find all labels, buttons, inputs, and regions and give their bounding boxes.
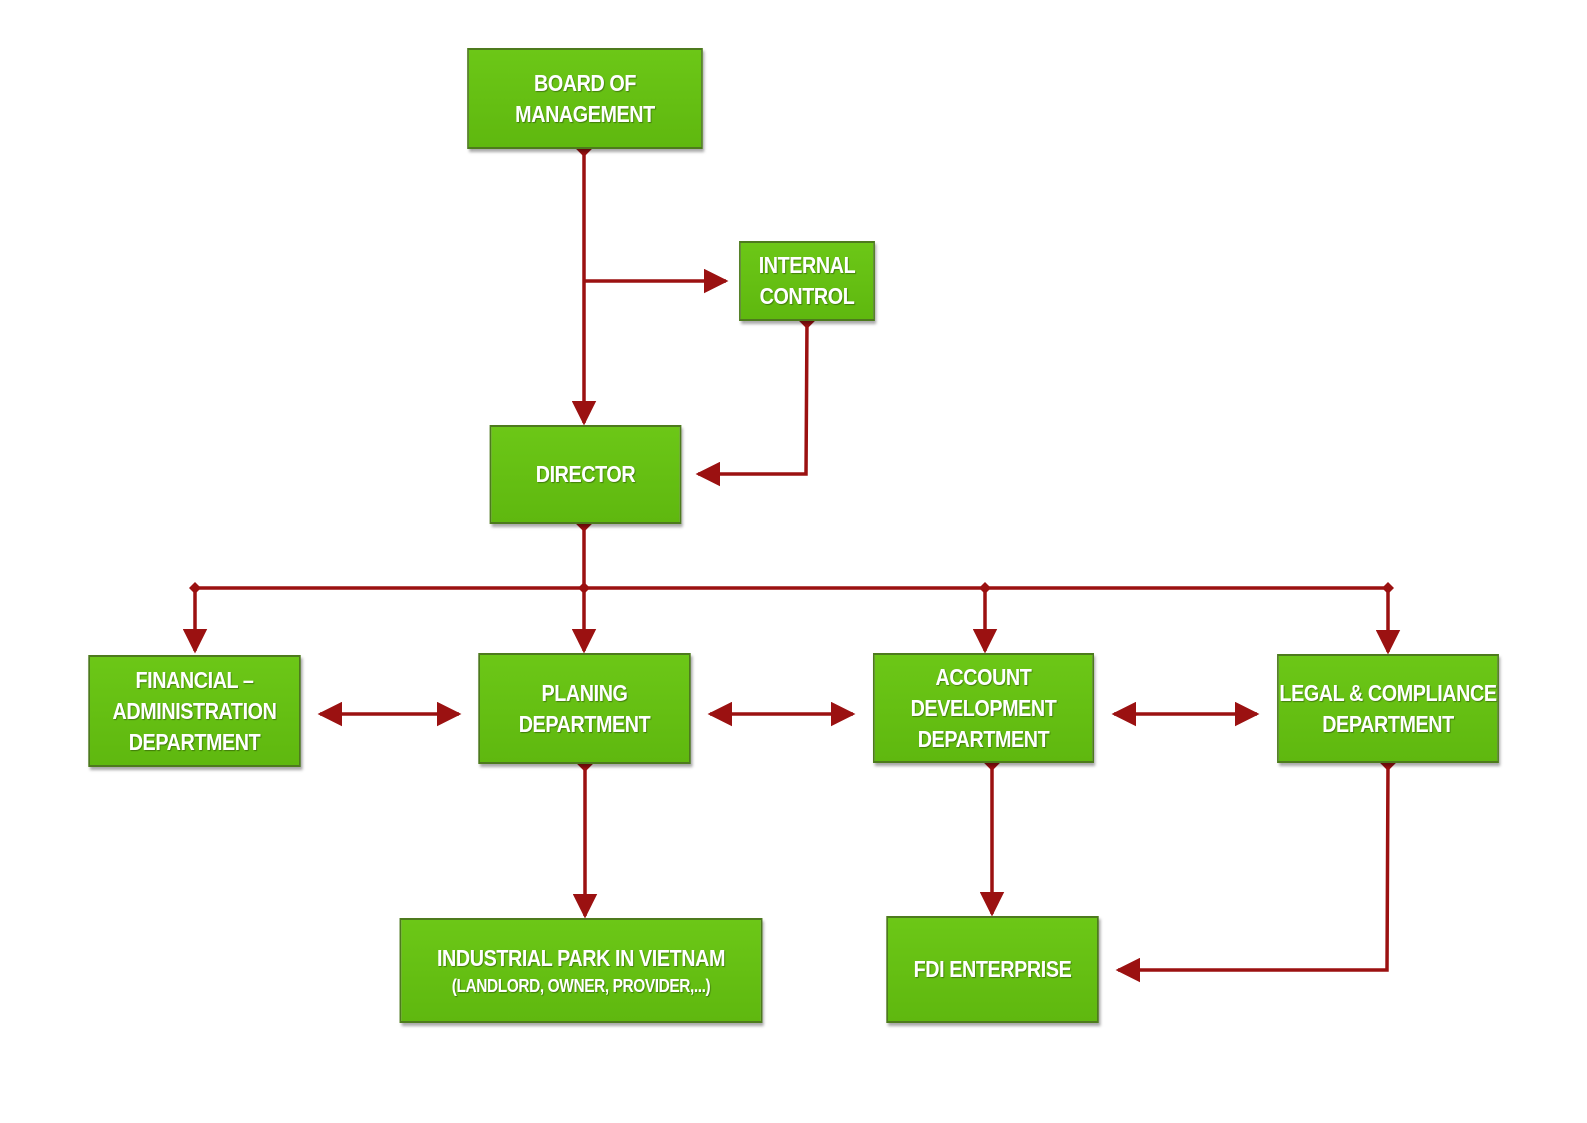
financial-administration-department-label: FINANCIAL – ADMINISTRATION DEPARTMENT xyxy=(112,666,277,755)
account-development-department-box: ACCOUNT DEVELOPMENT DEPARTMENT xyxy=(872,653,1095,763)
board-of-management-box: BOARD OF MANAGEMENT xyxy=(467,48,703,149)
internal-control-box: INTERNAL CONTROL xyxy=(739,241,875,321)
internal-control-to-director-connector xyxy=(695,313,815,487)
fdi-enterprise-label: FDI ENTERPRISE xyxy=(913,956,1072,982)
legal-compliance-department-box: LEGAL & COMPLIANCE DEPARTMENT xyxy=(1277,654,1499,763)
industrial-park-sublabel: (LANDLORD, OWNER, PROVIDER,...) xyxy=(451,976,711,996)
industrial-park-label: INDUSTRIAL PARK IN VIETNAM xyxy=(436,945,726,971)
director-box: DIRECTOR xyxy=(489,425,682,524)
board-of-management-label: BOARD OF MANAGEMENT xyxy=(515,69,655,127)
legal-compliance-department-label: LEGAL & COMPLIANCE DEPARTMENT xyxy=(1279,679,1497,737)
industrial-park-box: INDUSTRIAL PARK IN VIETNAM (LANDLORD, OW… xyxy=(399,918,763,1023)
planing-department-box: PLANING DEPARTMENT xyxy=(478,653,691,764)
director-label: DIRECTOR xyxy=(535,461,636,487)
fdi-enterprise-box: FDI ENTERPRISE xyxy=(886,916,1099,1023)
account-development-department-label: ACCOUNT DEVELOPMENT DEPARTMENT xyxy=(910,663,1057,752)
planing-department-label: PLANING DEPARTMENT xyxy=(518,679,651,737)
internal-control-label: INTERNAL CONTROL xyxy=(758,252,856,309)
financial-administration-department-box: FINANCIAL – ADMINISTRATION DEPARTMENT xyxy=(88,655,301,767)
legal-to-fdi-connector xyxy=(1115,755,1396,983)
